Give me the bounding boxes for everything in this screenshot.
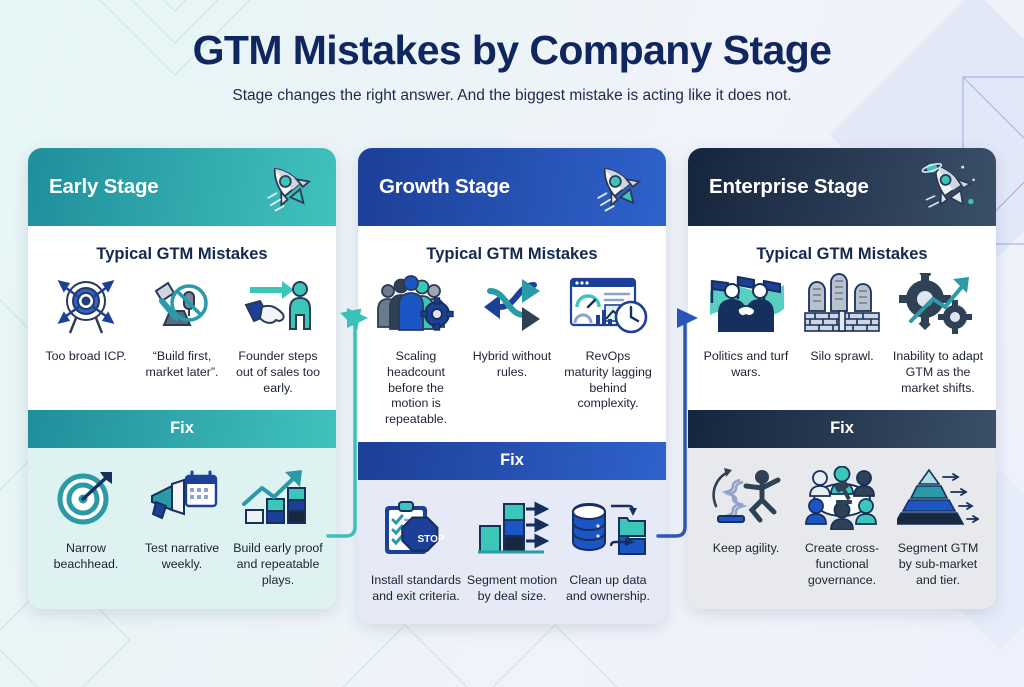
mistake-caption: “Build first, market later”. xyxy=(145,349,219,379)
crossing-arrows-icon xyxy=(476,268,548,342)
dashboard-clock-icon xyxy=(565,268,651,342)
card-header-early: Early Stage xyxy=(28,148,336,226)
fix-item: STOP Install standards and exit criteria… xyxy=(368,494,464,605)
fix-caption: Segment GTM by sub-market and tier. xyxy=(897,541,979,587)
mistake-caption: Hybrid without rules. xyxy=(472,349,552,379)
fix-item: Narrow beachhead. xyxy=(38,462,134,573)
handshake-exit-icon xyxy=(238,268,318,342)
megaphone-calendar-icon xyxy=(142,462,222,534)
mistake-item: Hybrid without rules. xyxy=(464,268,560,381)
rocket-icon xyxy=(597,167,642,212)
mistake-item: Too broad ICP. xyxy=(38,268,134,365)
mistake-caption: Politics and turf wars. xyxy=(703,349,789,379)
mistakes-heading: Typical GTM Mistakes xyxy=(426,245,598,263)
fix-item: Build early proof and repeatable plays. xyxy=(230,462,326,588)
card-header-enterprise: Enterprise Stage xyxy=(688,148,996,226)
mistakes-list-early: Too broad ICP. “Bu xyxy=(28,268,336,411)
card-growth-stage[interactable]: Growth Stage Typical GTM Mistakes xyxy=(358,148,666,625)
mistake-item: Inability to adapt GTM as the market shi… xyxy=(890,268,986,396)
stage-cards: Early Stage Typical GTM Mistakes xyxy=(28,148,996,625)
fix-item: Segment GTM by sub-market and tier. xyxy=(890,462,986,588)
database-folders-icon xyxy=(567,494,649,566)
stage-title: Growth Stage xyxy=(379,175,510,198)
segment-blocks-icon xyxy=(474,494,550,566)
mistakes-list-growth: Scaling headcount before the motion is r… xyxy=(358,268,666,442)
mistakes-heading: Typical GTM Mistakes xyxy=(96,245,268,263)
team-gear-icon xyxy=(374,268,458,342)
rocket-planet-icon xyxy=(921,161,975,208)
page-subtitle: Stage changes the right answer. And the … xyxy=(232,86,792,104)
agility-spring-icon xyxy=(706,462,786,534)
mistakes-list-enterprise: Politics and turf wars. xyxy=(688,268,996,411)
fix-list-growth: STOP Install standards and exit criteria… xyxy=(358,479,666,625)
gears-arrow-icon xyxy=(899,268,977,342)
fix-heading: Fix xyxy=(28,410,336,449)
fix-caption: Build early proof and repeatable plays. xyxy=(233,541,323,587)
silos-wall-icon xyxy=(801,268,883,342)
bullseye-dart-icon xyxy=(50,462,122,534)
card-header-growth: Growth Stage xyxy=(358,148,666,226)
rocket-icon xyxy=(267,167,312,212)
fix-heading: Fix xyxy=(358,441,666,480)
mistake-caption: RevOps maturity lagging behind complexit… xyxy=(564,349,652,411)
card-early-stage[interactable]: Early Stage Typical GTM Mistakes xyxy=(28,148,336,609)
svg-text:STOP: STOP xyxy=(417,534,444,545)
mistake-caption: Inability to adapt GTM as the market shi… xyxy=(892,349,984,395)
fix-list-early: Narrow beachhead. xyxy=(28,448,336,609)
fix-heading: Fix xyxy=(688,410,996,449)
fix-caption: Test narrative weekly. xyxy=(144,541,220,571)
mistake-item: Scaling headcount before the motion is r… xyxy=(368,268,464,428)
governance-table-icon xyxy=(800,462,884,534)
fix-caption: Keep agility. xyxy=(712,541,780,556)
mistake-item: “Build first, market later”. xyxy=(134,268,230,381)
mistake-caption: Scaling headcount before the motion is r… xyxy=(384,349,447,426)
page-header: GTM Mistakes by Company Stage Stage chan… xyxy=(0,0,1024,105)
fix-item: Segment motion by deal size. xyxy=(464,494,560,605)
stage-title: Enterprise Stage xyxy=(709,175,869,198)
mistake-caption: Too broad ICP. xyxy=(45,349,127,363)
fix-caption: Create cross-functional governance. xyxy=(804,541,880,587)
target-arrows-icon xyxy=(50,268,122,342)
clipboard-stop-icon: STOP xyxy=(377,494,455,566)
mistake-item: RevOps maturity lagging behind complexit… xyxy=(560,268,656,412)
flags-handshake-icon xyxy=(702,268,790,342)
fix-item: Clean up data and ownership. xyxy=(560,494,656,605)
card-enterprise-stage[interactable]: Enterprise Stage Typical GTM Mistak xyxy=(688,148,996,609)
mistake-item: Silo sprawl. xyxy=(794,268,890,365)
fix-item: Keep agility. xyxy=(698,462,794,557)
hammer-muted-mic-icon xyxy=(142,268,222,342)
fix-caption: Narrow beachhead. xyxy=(53,541,119,571)
mistake-item: Politics and turf wars. xyxy=(698,268,794,381)
page-title: GTM Mistakes by Company Stage xyxy=(192,27,832,73)
mistake-caption: Founder steps out of sales too early. xyxy=(235,349,321,395)
fix-item: Test narrative weekly. xyxy=(134,462,230,573)
mistake-caption: Silo sprawl. xyxy=(810,349,874,363)
stage-title: Early Stage xyxy=(49,175,159,198)
fix-caption: Install standards and exit criteria. xyxy=(370,572,462,603)
fix-caption: Segment motion by deal size. xyxy=(466,572,558,603)
mistakes-heading: Typical GTM Mistakes xyxy=(756,245,928,263)
pyramid-tiers-icon xyxy=(897,462,979,534)
growth-bars-arrow-icon xyxy=(238,462,318,534)
fix-item: Create cross-functional governance. xyxy=(794,462,890,588)
mistake-item: Founder steps out of sales too early. xyxy=(230,268,326,396)
fix-caption: Clean up data and ownership. xyxy=(565,572,651,603)
fix-list-enterprise: Keep agility. xyxy=(688,448,996,609)
